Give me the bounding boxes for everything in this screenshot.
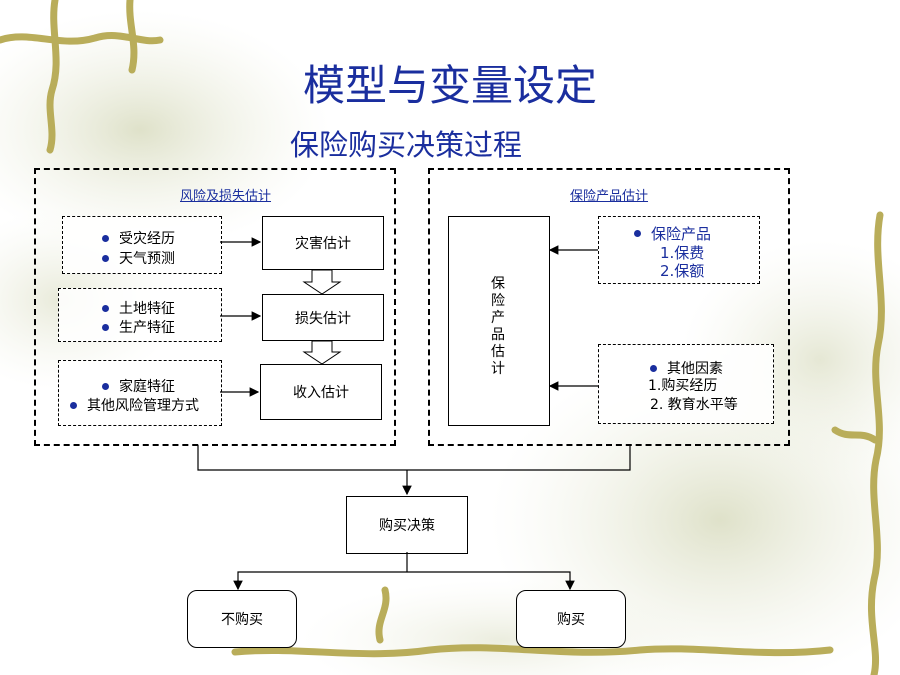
block-arrow-1 [302, 269, 342, 295]
factor-group-household [58, 360, 222, 426]
factor-group-disaster [62, 216, 222, 274]
factor-item: 其他风险管理方式 [70, 395, 199, 415]
factor-item: 土地特征 [102, 298, 175, 318]
other-item: 2. 教育水平等 [650, 397, 738, 413]
product-item: 1.保费 [660, 244, 705, 262]
merge-line [197, 445, 631, 471]
factor-group-land [58, 288, 222, 342]
risk-loss-panel-title: 风险及损失估计 [180, 189, 272, 204]
insurance-product-panel-title: 保险产品估计 [570, 189, 649, 204]
split-line [237, 571, 571, 588]
purchase-decision-box: 购买决策 [346, 496, 468, 554]
factor-item: 受灾经历 [102, 228, 175, 248]
bullet-icon [70, 401, 77, 409]
other-heading: 其他因素 [650, 358, 723, 378]
bullet-icon [102, 234, 109, 242]
bullet-icon [650, 364, 657, 372]
product-heading: 保险产品 [634, 223, 711, 244]
other-factor-group [598, 344, 774, 424]
product-factor-group [598, 216, 760, 284]
no-purchase-box: 不购买 [187, 590, 297, 648]
bullet-icon [102, 323, 109, 331]
slide-subtitle: 保险购买决策过程 [290, 128, 523, 162]
insurance-product-estimate-box [448, 216, 550, 426]
block-arrow-2 [302, 340, 342, 365]
risk-loss-panel [34, 168, 396, 446]
factor-item: 生产特征 [102, 317, 175, 337]
bullet-icon [102, 254, 109, 262]
bullet-icon [102, 304, 109, 312]
bullet-icon [634, 230, 641, 237]
income-estimate-box: 收入估计 [260, 364, 382, 420]
bullet-icon [102, 382, 109, 390]
other-item: 1.购买经历 [648, 378, 718, 394]
insurance-product-panel [428, 168, 790, 446]
loss-estimate-box: 损失估计 [262, 294, 384, 341]
insurance-product-estimate-label: 保险产品估计 [491, 276, 505, 377]
slide-title: 模型与变量设定 [302, 61, 597, 110]
factor-item: 天气预测 [102, 248, 175, 268]
purchase-box: 购买 [516, 590, 626, 648]
product-item: 2.保额 [660, 262, 705, 280]
factor-item: 家庭特征 [102, 376, 175, 396]
